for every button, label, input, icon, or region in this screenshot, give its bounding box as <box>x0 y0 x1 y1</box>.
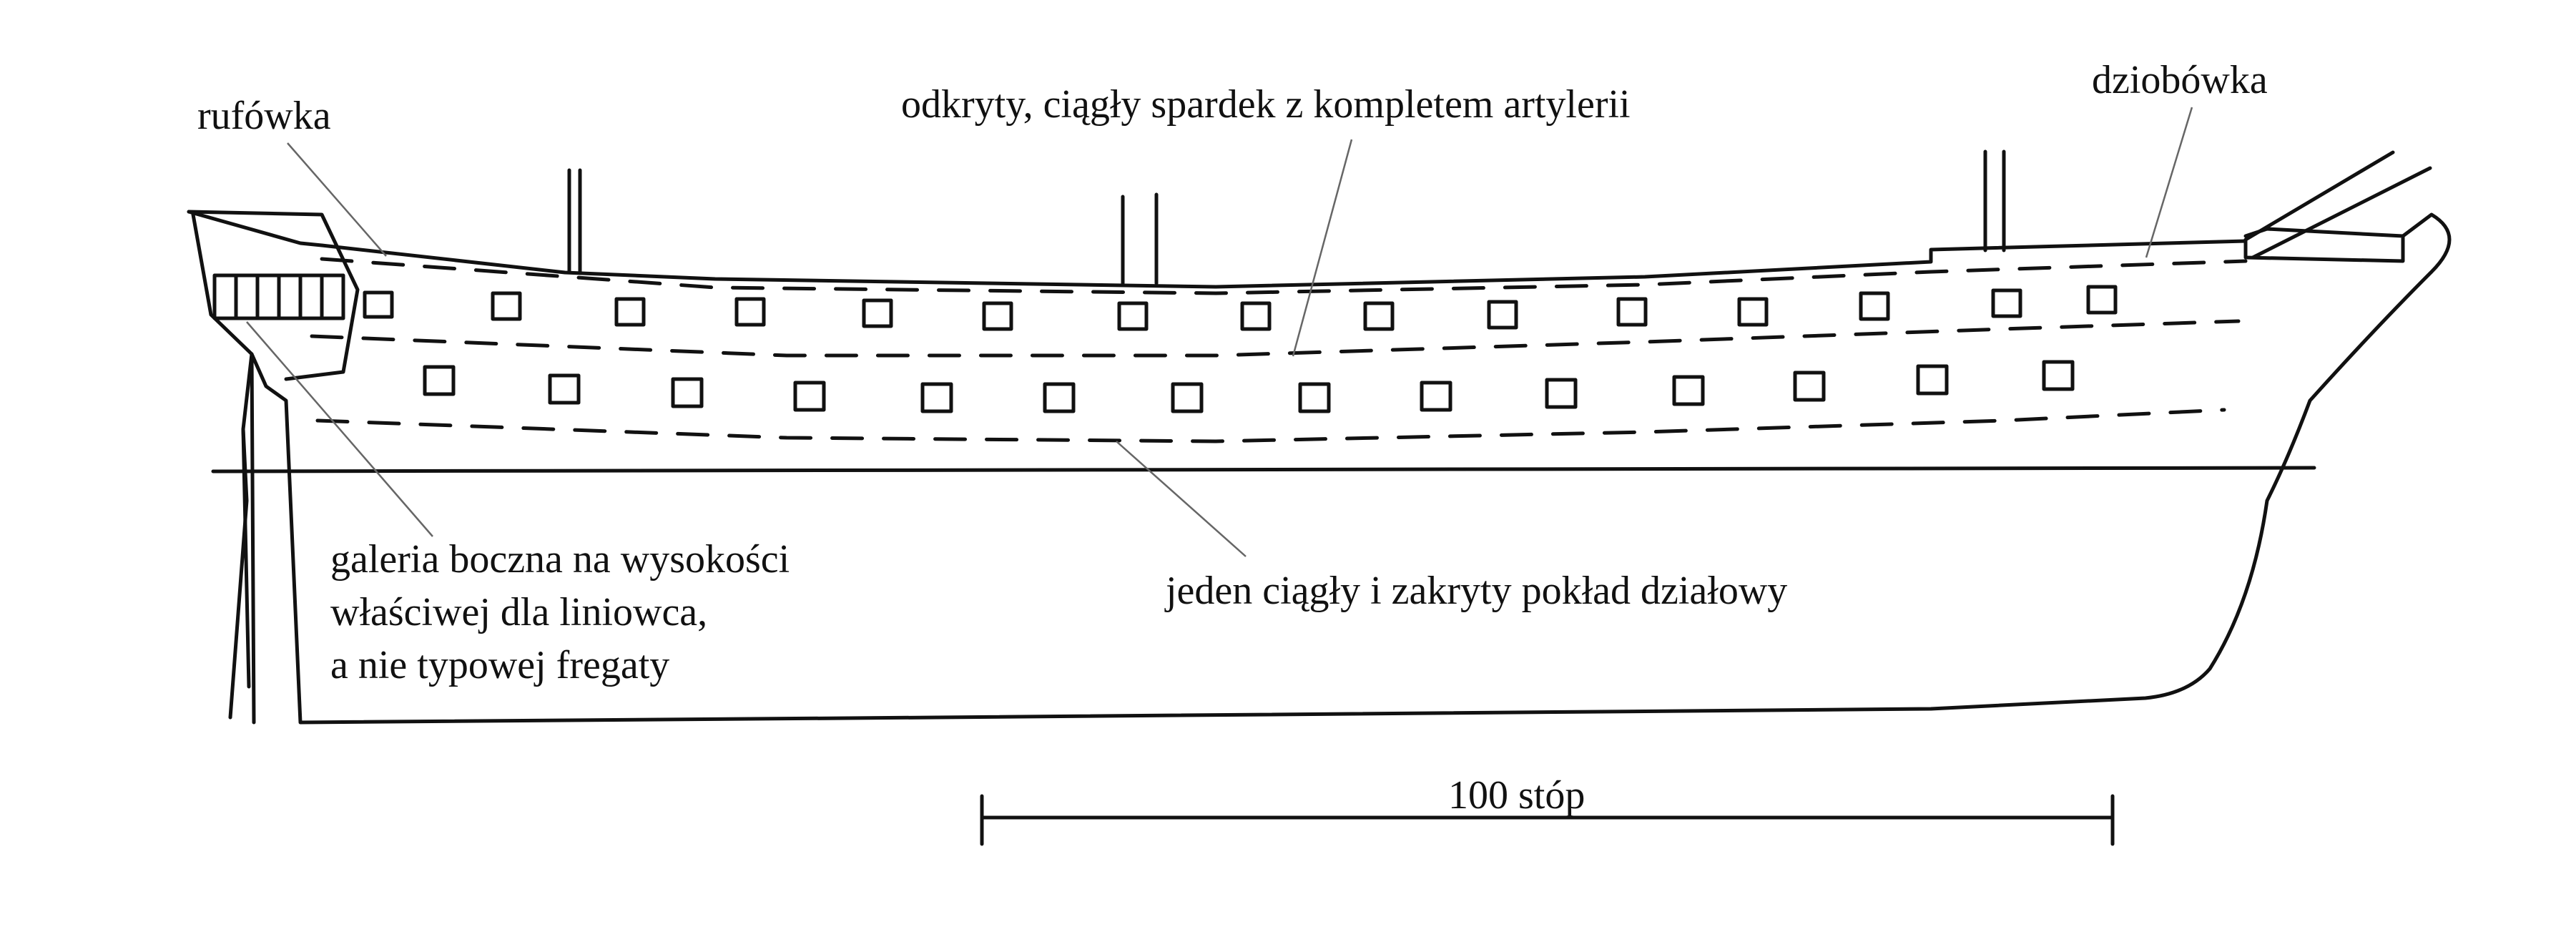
leader-line-gallery <box>246 321 433 537</box>
upper-gundeck-line <box>310 319 2241 358</box>
label-gallery-line2: właściwej dla liniowca, <box>330 590 708 634</box>
gunport <box>614 297 646 327</box>
label-gallery-line3: a nie typowej fregaty <box>330 643 670 687</box>
gunport <box>734 297 766 327</box>
gunport <box>1117 301 1149 331</box>
label-gundeck: jeden ciągły i zakryty pokład działowy <box>1166 569 1788 613</box>
stern-rail <box>187 210 324 247</box>
gunport <box>1859 291 1890 321</box>
gunport <box>363 290 394 319</box>
gunport <box>1171 382 1204 413</box>
gunport <box>1420 381 1452 412</box>
mast-fore <box>1983 149 2006 252</box>
gunport <box>1991 288 2022 318</box>
stern-post <box>241 352 256 725</box>
gunport <box>1487 300 1518 330</box>
lower-gundeck-line <box>315 408 2226 443</box>
scale-bar-label: 100 stóp <box>1448 773 1586 818</box>
gunport <box>1737 297 1769 327</box>
gunport <box>423 365 456 396</box>
gunport <box>1793 371 1826 402</box>
label-stern: rufówka <box>197 94 331 138</box>
gunport <box>671 377 704 408</box>
gunport <box>793 381 826 412</box>
gunport <box>920 382 953 413</box>
label-forecastle: dziobówka <box>2092 58 2268 102</box>
leader-line-stern <box>287 142 387 257</box>
leader-line-forecastle <box>2145 107 2193 258</box>
gunport <box>548 373 581 405</box>
gunport <box>1043 382 1076 413</box>
mast-aft <box>567 168 582 275</box>
gunport <box>862 298 893 328</box>
lower-gunport-row <box>423 360 2075 413</box>
gunport <box>1545 378 1578 409</box>
gunport <box>2086 285 2118 315</box>
leader-line-spardeck <box>1292 139 1353 357</box>
stern-gallery-frame <box>212 273 345 320</box>
gunport <box>1298 382 1331 413</box>
spardeck-deck-line <box>320 257 2248 295</box>
sheer-line <box>320 239 2248 289</box>
mast-main <box>1121 192 1159 285</box>
upper-gunport-row <box>363 285 2118 331</box>
hull-outline <box>187 210 2452 725</box>
leader-line-gundeck <box>1116 441 1247 557</box>
label-gallery-line1: galeria boczna na wysokości <box>330 537 790 582</box>
waterline <box>211 466 2316 474</box>
gunport <box>1616 297 1648 327</box>
gunport <box>1363 301 1395 331</box>
gunport <box>2042 360 2075 391</box>
gunport <box>491 291 522 321</box>
scale-bar <box>980 794 2115 846</box>
forecastle-deck <box>2243 227 2405 263</box>
label-spardeck: odkryty, ciągły spardek z kompletem arty… <box>901 82 1631 127</box>
gunport <box>1916 364 1949 396</box>
gunport <box>982 301 1013 331</box>
gunport <box>1672 375 1705 406</box>
bowsprit <box>2243 150 2432 260</box>
gunport <box>1240 301 1272 331</box>
